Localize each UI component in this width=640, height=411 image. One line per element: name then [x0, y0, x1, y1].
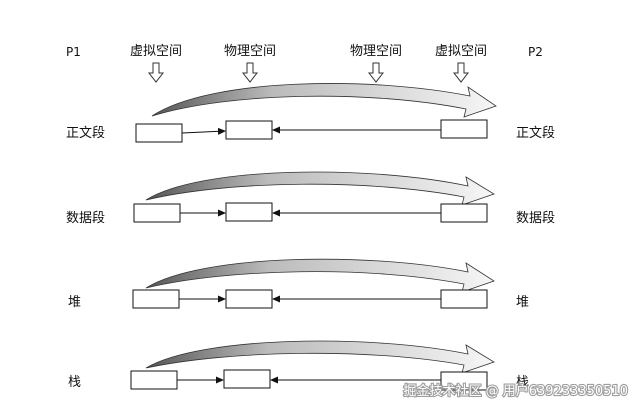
shared-mapping-curve [145, 340, 495, 374]
p2-virtual-box [440, 289, 488, 309]
p1-virtual-box [130, 370, 178, 390]
segment-row-heap: 堆 堆 [68, 258, 529, 310]
p2-virtual-box [440, 203, 488, 223]
segment-row-stack: 栈 栈 [68, 340, 529, 391]
physical-box [223, 369, 271, 389]
segment-label-left: 正文段 [66, 126, 105, 141]
down-arrow-icon [452, 62, 470, 83]
down-arrow-icon [367, 62, 385, 83]
shared-mapping-curve [145, 258, 495, 293]
p2-virtual-box [440, 371, 488, 391]
shared-mapping-curve [145, 171, 495, 206]
segment-label-right: 数据段 [516, 211, 555, 226]
segment-row-data: 数据段 数据段 [66, 171, 555, 226]
physical-box [225, 120, 273, 140]
col-physical-space-1: 物理空间 [224, 44, 276, 59]
segment-label-left: 堆 [68, 295, 81, 310]
map-arrow-p1 [181, 127, 226, 135]
p1-label: P1 [66, 45, 81, 59]
segment-row-text: 正文段 正文段 [66, 83, 555, 143]
col-physical-space-2: 物理空间 [350, 44, 402, 59]
p1-virtual-box [133, 203, 181, 223]
p1-virtual-box [135, 123, 183, 143]
segment-label-right: 栈 [516, 375, 529, 390]
physical-box [225, 289, 273, 309]
p2-virtual-box [440, 119, 488, 139]
watermark-text: 掘金技术社区 @ 用户639233350510 [403, 383, 628, 399]
p1-virtual-box [132, 289, 180, 309]
physical-box [225, 202, 273, 222]
segment-label-left: 栈 [68, 375, 81, 390]
col-virtual-space-2: 虚拟空间 [435, 44, 487, 59]
down-arrow-icon [241, 62, 259, 83]
down-arrow-icon [147, 62, 165, 83]
p2-label: P2 [528, 45, 543, 59]
segment-label-left: 数据段 [66, 211, 105, 226]
col-virtual-space-1: 虚拟空间 [130, 44, 182, 59]
shared-mapping-curve [151, 83, 497, 118]
segment-label-right: 堆 [516, 295, 529, 310]
segment-label-right: 正文段 [516, 126, 555, 141]
